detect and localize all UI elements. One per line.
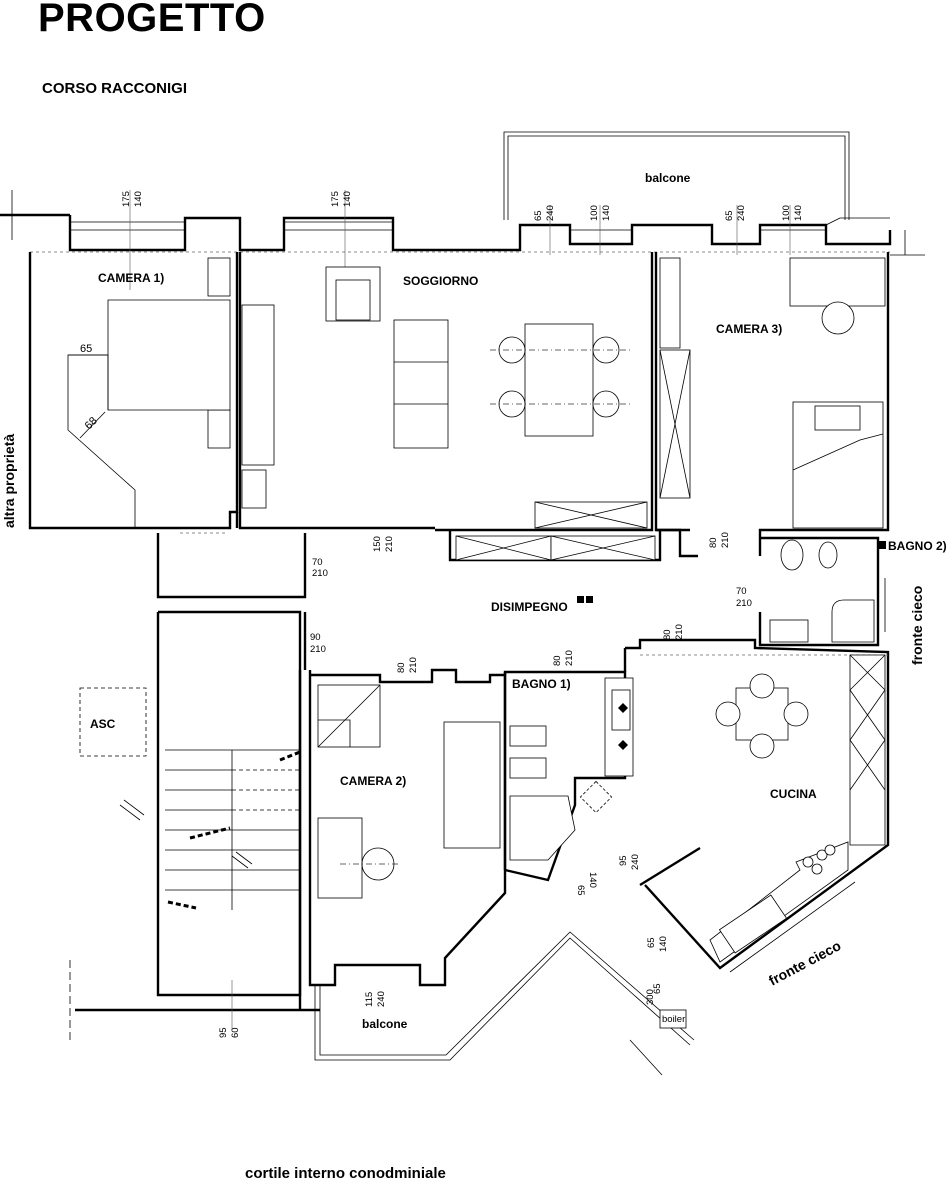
w4-dim-b: 140: [601, 205, 612, 221]
drawing-title: PROGETTO: [38, 0, 266, 40]
w6-dim-a: 100: [781, 205, 792, 221]
door-camera2-balcony-dim-b: 240: [376, 991, 387, 1007]
boiler-label: boiler: [662, 1014, 685, 1025]
window-bagno1-dim-a: 65: [575, 885, 586, 896]
w1-dim-b: 140: [133, 191, 144, 207]
balcony-bottom: [314, 931, 695, 1076]
door-camera3-dim-a: 80: [708, 537, 719, 548]
camera1-dim-65: 65: [80, 343, 92, 355]
fronte-cieco-bottom-label: fronte cieco: [766, 937, 844, 988]
w2-dim-a: 175: [330, 191, 341, 207]
boiler-dim-b: 300: [645, 989, 656, 1005]
d3-dim-a: 65: [533, 210, 544, 221]
disimpegno-label: DISIMPEGNO: [491, 600, 568, 614]
door-cucina-dim-a: 80: [662, 629, 673, 640]
bagno2-label: BAGNO 2): [888, 539, 947, 553]
boiler-dim-a: 65: [652, 983, 663, 994]
camera2-label: CAMERA 2): [340, 774, 406, 788]
d3-dim-b: 240: [545, 205, 556, 221]
door-soggiorno-dim-a: 150: [372, 536, 383, 552]
asc-label: ASC: [90, 717, 116, 731]
w6-dim-b: 140: [793, 205, 804, 221]
door-stair-dim-a: 90: [310, 632, 321, 643]
door-bagno2-dim-b: 210: [736, 598, 752, 609]
camera2-furniture: [317, 684, 501, 899]
fronte-cieco-right-label: fronte cieco: [909, 586, 925, 665]
altra-proprieta-label: altra proprietà: [1, 434, 17, 528]
w1-dim-a: 175: [121, 191, 132, 207]
soggiorno-furniture: [241, 266, 648, 529]
balcony-top: balcone: [503, 131, 850, 220]
window-bagno1-dim-b: 140: [587, 872, 598, 888]
w2-dim-b: 140: [342, 191, 353, 207]
door-cucina-dim-b: 210: [674, 624, 685, 640]
cucina-furniture: [709, 654, 886, 963]
d5-dim-b: 240: [736, 205, 747, 221]
door-bagno1-dim-b: 210: [564, 650, 575, 666]
door-stair-dim-b: 210: [310, 644, 326, 655]
w4-dim-a: 100: [589, 205, 600, 221]
camera1-furniture: [67, 257, 231, 528]
window-cucina-dim-a: 65: [646, 937, 657, 948]
door-camera2-balcony-dim-a: 115: [364, 992, 375, 1007]
window-cucina-dim-b: 140: [658, 936, 669, 952]
courtyard-label: cortile interno conodminiale: [245, 1165, 446, 1182]
stair-window-dim-b: 60: [230, 1027, 241, 1038]
bagno1-fixtures: [509, 677, 634, 861]
door-cucina-balcony-dim-b: 240: [630, 854, 641, 870]
cucina-label: CUCINA: [770, 787, 817, 801]
stairs: [69, 687, 301, 1040]
camera3-label: CAMERA 3): [716, 322, 782, 336]
camera3-furniture: [659, 257, 886, 529]
soggiorno-label: SOGGIORNO: [403, 274, 478, 288]
camera1-label: CAMERA 1): [98, 271, 164, 285]
stair-window-dim-a: 95: [218, 1027, 229, 1038]
door-cucina-balcony-dim-a: 95: [618, 855, 629, 866]
facade-top: [0, 190, 925, 256]
door-camera2-dim-b: 210: [408, 657, 419, 673]
camera1-dim-68: 68: [83, 415, 100, 432]
door-entrance-dim-b: 210: [312, 568, 328, 579]
balcone-bottom-label: balcone: [362, 1017, 408, 1031]
door-soggiorno-dim-b: 210: [384, 536, 395, 552]
door-bagno1-dim-a: 80: [552, 655, 563, 666]
balcone-top-label: balcone: [645, 171, 691, 185]
bagno1-label: BAGNO 1): [512, 677, 571, 691]
bagno2-fixtures: [769, 539, 886, 643]
dimension-lines: [129, 190, 791, 290]
door-camera2-dim-a: 80: [396, 662, 407, 673]
disimpegno-furniture: [455, 535, 656, 603]
d5-dim-a: 65: [724, 210, 735, 221]
door-entrance-dim-a: 70: [312, 557, 323, 568]
door-bagno2-dim-a: 70: [736, 586, 747, 597]
street-label: CORSO RACCONIGI: [42, 80, 188, 97]
door-camera3-dim-b: 210: [720, 532, 731, 548]
